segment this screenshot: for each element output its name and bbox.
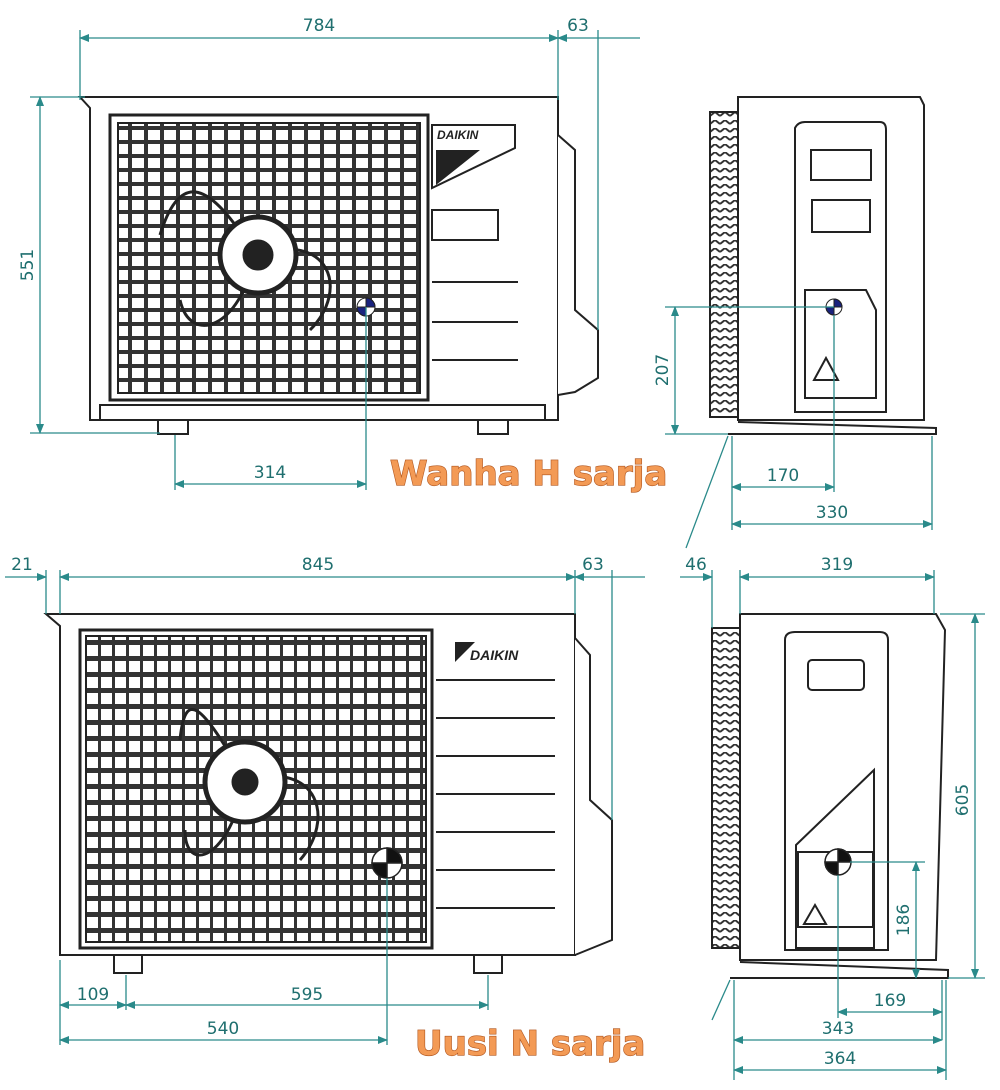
dim-new-center-offset: 540 <box>207 1019 239 1039</box>
old-side-label <box>811 199 871 233</box>
old-side-view <box>709 96 937 435</box>
old-front-view: DAIKIN <box>77 96 599 435</box>
new-side-view <box>711 613 949 979</box>
old-brand-mark <box>436 150 480 185</box>
dimension-labels: 784 63 551 314 207 170 330 21 845 63 109… <box>11 16 973 1069</box>
new-side-center-mark <box>824 848 852 876</box>
dim-new-side-total-depth: 364 <box>824 1049 856 1069</box>
dim-new-back-offset: 46 <box>685 555 707 575</box>
dim-new-side-depth: 343 <box>822 1019 854 1039</box>
old-side-fins <box>709 111 739 418</box>
old-front-base <box>99 404 546 421</box>
new-side-louvers <box>436 679 555 909</box>
dim-new-side-center-height: 186 <box>894 904 914 936</box>
new-front-side-panel <box>574 637 613 956</box>
old-front-foot-right <box>477 419 509 435</box>
old-side-base <box>728 421 937 435</box>
old-side-louvers <box>432 281 518 361</box>
dim-old-height: 551 <box>18 249 38 281</box>
dim-new-side-center-depth: 169 <box>874 991 906 1011</box>
new-center-of-gravity-mark <box>371 847 403 879</box>
dim-old-side-height: 207 <box>653 354 673 386</box>
dimension-lines <box>5 30 985 1080</box>
dim-old-center-offset: 314 <box>254 463 286 483</box>
dim-old-width: 784 <box>303 16 335 36</box>
old-side-handle <box>810 149 872 181</box>
dim-old-side-center: 170 <box>767 466 799 486</box>
dim-old-side-depth: 330 <box>816 503 848 523</box>
old-series-label: Wanha H sarja <box>390 454 667 494</box>
old-front-side-panel <box>557 134 599 396</box>
new-series-label: Uusi N sarja <box>415 1024 645 1064</box>
dim-new-left-offset: 21 <box>11 555 33 575</box>
dim-new-depth-offset: 63 <box>582 555 604 575</box>
old-brand-logo: DAIKIN <box>437 128 479 142</box>
dim-new-side-width: 319 <box>821 555 853 575</box>
new-brand-mark <box>455 642 475 662</box>
new-brand-logo: DAIKIN <box>470 647 519 663</box>
dim-old-depth-offset: 63 <box>567 16 589 36</box>
dim-new-width: 845 <box>302 555 334 575</box>
new-fan-blades <box>178 708 320 861</box>
new-side-warning-icon <box>802 903 828 925</box>
new-side-handle <box>807 659 865 691</box>
new-side-base <box>730 961 949 979</box>
dim-new-foot-offset: 109 <box>77 985 109 1005</box>
new-front-foot-left <box>113 954 143 974</box>
dim-new-foot-span: 595 <box>291 985 323 1005</box>
old-side-warning-icon <box>812 355 840 381</box>
old-brand-plate <box>431 124 516 190</box>
new-side-fins <box>711 627 741 949</box>
old-front-foot-left <box>157 419 189 435</box>
old-fan-blades <box>158 190 332 332</box>
new-front-view: DAIKIN <box>43 613 613 974</box>
old-rating-label <box>431 209 499 241</box>
dim-new-side-height: 605 <box>953 784 973 816</box>
new-front-foot-right <box>473 954 503 974</box>
